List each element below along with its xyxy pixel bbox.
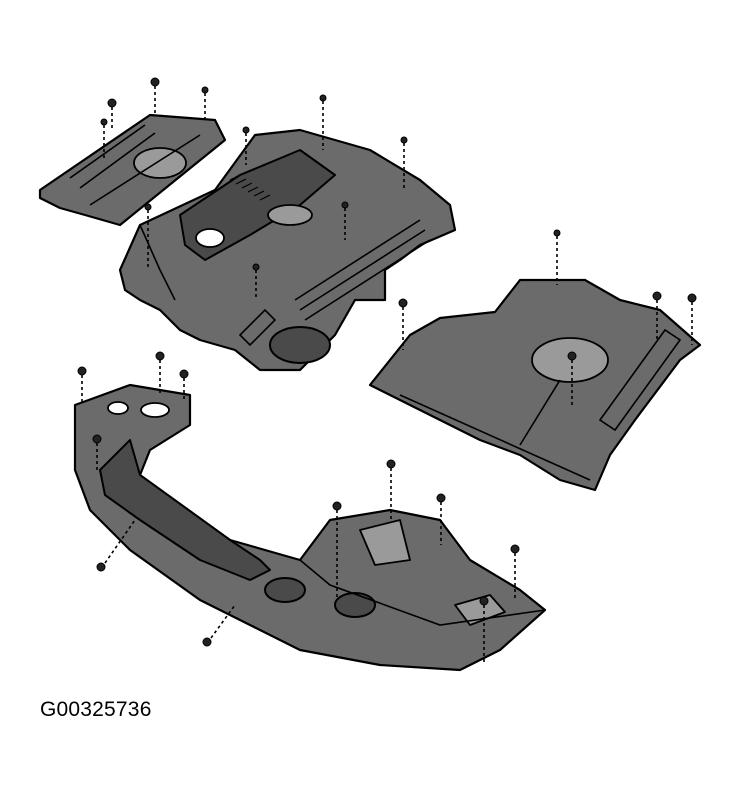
bolt — [319, 94, 327, 150]
bolt — [510, 544, 520, 600]
bolt — [179, 369, 189, 400]
lower-undercover — [73, 383, 547, 672]
bolt — [100, 118, 108, 160]
bolt — [150, 77, 160, 115]
bolt — [553, 229, 561, 285]
bolt — [107, 98, 117, 130]
bolt — [155, 351, 165, 395]
bolt — [96, 519, 136, 572]
bolt — [479, 596, 489, 665]
fastener-bolts — [77, 77, 697, 665]
engine-cover — [118, 128, 457, 372]
bolt — [567, 351, 577, 405]
bolt — [92, 434, 102, 470]
bolt — [341, 201, 349, 240]
bolt — [398, 298, 408, 350]
bolt — [386, 459, 396, 520]
bolt — [242, 126, 250, 165]
bolt — [436, 493, 446, 545]
bolt — [652, 291, 662, 340]
bolt — [201, 86, 209, 120]
bolt — [687, 293, 697, 345]
figure-id-caption: G00325736 — [40, 698, 152, 721]
bolt — [252, 263, 260, 300]
bolt — [332, 501, 342, 600]
bolt — [202, 604, 236, 647]
bolt — [77, 366, 87, 405]
upper-left-cover-plate — [38, 113, 227, 227]
right-side-cover-plate — [368, 278, 702, 492]
bolt — [144, 203, 152, 270]
bolt — [400, 136, 408, 190]
